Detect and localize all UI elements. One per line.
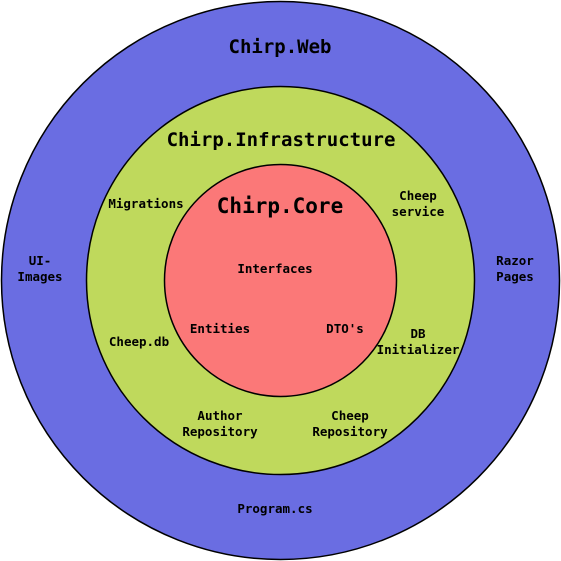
ui-images-label-line: Images — [17, 269, 62, 284]
dtos-label: DTO's — [326, 321, 364, 336]
cheep-repository-label-line: Repository — [312, 424, 388, 439]
entities-label-line: Entities — [190, 321, 250, 336]
chirp-web-title: Chirp.Web — [229, 36, 332, 58]
cheep-db-label: Cheep.db — [109, 334, 169, 349]
author-repository-label-line: Repository — [182, 424, 258, 439]
chirp-core-title: Chirp.Core — [217, 194, 343, 218]
dtos-label-line: DTO's — [326, 321, 364, 336]
ui-images-label: UI-Images — [17, 253, 62, 284]
migrations-label-line: Migrations — [108, 196, 183, 211]
migrations-label: Migrations — [108, 196, 183, 211]
chirp-core-layer — [163, 163, 398, 398]
author-repository-label-line: Author — [197, 408, 243, 423]
interfaces-label-line: Interfaces — [237, 261, 312, 276]
razor-pages-label-line: Pages — [496, 269, 534, 284]
chirp-infrastructure-title: Chirp.Infrastructure — [167, 129, 396, 151]
cheep-service-label-line: Cheep — [399, 188, 437, 203]
cheep-repository-label-line: Cheep — [331, 408, 369, 423]
db-initializer-label-line: Initializer — [377, 342, 460, 357]
db-initializer-label-line: DB — [410, 326, 426, 341]
razor-pages-label-line: Razor — [496, 253, 534, 268]
program-cs-label: Program.cs — [237, 501, 312, 516]
cheep-service-label-line: service — [392, 204, 445, 219]
program-cs-label-line: Program.cs — [237, 501, 312, 516]
entities-label: Entities — [190, 321, 250, 336]
interfaces-label: Interfaces — [237, 261, 312, 276]
cheep-db-label-line: Cheep.db — [109, 334, 169, 349]
ui-images-label-line: UI- — [29, 253, 52, 268]
